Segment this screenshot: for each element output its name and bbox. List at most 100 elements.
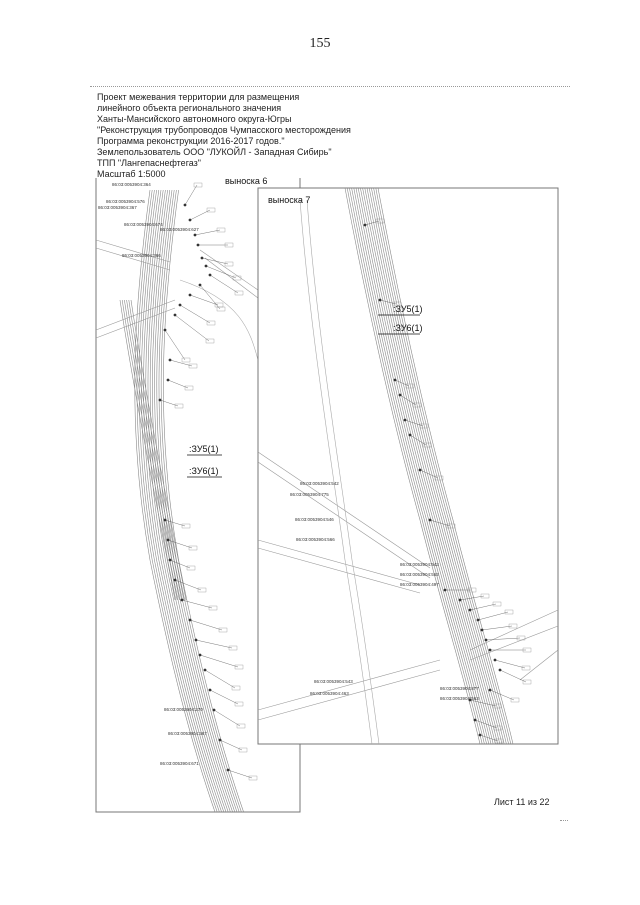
pipeline-line <box>143 189 225 813</box>
cadastral-number: 86:03:0053904:367 <box>98 205 137 210</box>
pipeline-line <box>128 299 185 601</box>
cadastral-number: 86:03:0053904:671 <box>160 761 199 766</box>
pipeline-line <box>360 187 496 745</box>
parcel-zu6-left: :ЗУ6(1) <box>189 466 219 476</box>
survey-point-marker <box>168 358 172 362</box>
survey-point-marker <box>180 598 184 602</box>
survey-point-marker <box>183 203 187 207</box>
pipeline-line <box>149 189 231 813</box>
survey-point-marker <box>173 313 177 317</box>
pipeline-line <box>368 187 505 745</box>
cadastral-number: 86:03:0053904:543 <box>400 562 439 567</box>
survey-point-marker <box>204 264 208 268</box>
cadastral-number: 86:03:0053904:367 <box>168 731 207 736</box>
cadastral-number: 86:03:0053904:497 <box>400 582 439 587</box>
pipeline-line <box>130 299 187 601</box>
cadastral-number: 86:03:0053904:463 <box>310 691 349 696</box>
pipeline-line <box>344 187 481 745</box>
pipeline-line <box>353 187 490 745</box>
cadastral-number: 86:03:0053904:546 <box>295 517 334 522</box>
survey-point-marker <box>468 608 472 612</box>
cadastral-number: 86:03:0053904:877 <box>440 686 479 691</box>
pipeline-line <box>145 189 227 813</box>
title-line: ТПП "Лангепаснефтегаз" <box>97 158 202 168</box>
pipeline-line <box>134 189 216 813</box>
survey-point-marker <box>493 658 497 662</box>
survey-point-marker <box>226 768 230 772</box>
survey-point-marker <box>163 328 167 332</box>
survey-point-marker <box>198 283 202 287</box>
survey-point-marker <box>488 688 492 692</box>
pipeline-line <box>163 189 244 813</box>
parcel-zu6-right: :ЗУ6(1) <box>393 323 423 333</box>
survey-point-marker <box>418 468 422 472</box>
title-line: Масштаб 1:5000 <box>97 169 166 179</box>
survey-point-marker <box>458 598 462 602</box>
cadastral-number: 86:03:0053904:543 <box>314 679 353 684</box>
survey-point-marker <box>476 618 480 622</box>
pipeline-line <box>377 187 514 745</box>
survey-point-marker <box>168 558 172 562</box>
bottom-divider <box>560 820 568 821</box>
pipeline-line <box>375 187 512 745</box>
sheet-number: Лист 11 из 22 <box>494 797 550 807</box>
survey-points-left <box>158 182 258 781</box>
survey-point-marker <box>178 303 182 307</box>
pipeline-line <box>355 187 492 745</box>
cadastral-number: 86:03:0053904:366 <box>122 253 161 258</box>
parcel-zu5-right: :ЗУ5(1) <box>393 304 423 314</box>
pipeline-line <box>154 189 236 813</box>
survey-point-marker <box>480 628 484 632</box>
survey-point-marker <box>196 243 200 247</box>
survey-point-marker <box>208 688 212 692</box>
pipeline-line <box>124 299 180 601</box>
survey-point-marker <box>473 718 477 722</box>
pipeline-line <box>126 299 182 601</box>
survey-point-marker <box>188 618 192 622</box>
survey-point-marker <box>188 218 192 222</box>
survey-point-marker <box>198 653 202 657</box>
cadastral-number: 86:03:0053904:576 <box>106 199 145 204</box>
title-line: Землепользователь ООО "ЛУКОЙЛ - Западная… <box>97 147 332 157</box>
top-divider <box>90 86 570 87</box>
pipeline-line <box>349 187 485 745</box>
survey-point-marker <box>208 273 212 277</box>
pipeline-line <box>138 189 220 813</box>
pipeline-line <box>371 187 507 745</box>
pipeline-line <box>121 299 178 601</box>
pipeline-line <box>373 187 509 745</box>
pipeline-line <box>351 187 487 745</box>
survey-point-marker <box>403 418 407 422</box>
survey-point-marker <box>478 733 482 737</box>
survey-point-marker <box>212 708 216 712</box>
title-block: Проект межевания территории для размещен… <box>97 92 357 180</box>
survey-point-marker <box>378 298 382 302</box>
survey-points-right <box>363 218 532 744</box>
title-line: Ханты-Мансийского автономного округа-Югр… <box>97 114 292 124</box>
survey-point-marker <box>443 588 447 592</box>
page-number: 155 <box>309 36 331 51</box>
cadastral-number: 86:03:0053904:674 <box>124 222 163 227</box>
cadastral-numbers-left: 86:03:0053904:36486:03:0053904:57686:03:… <box>98 182 207 766</box>
cadastral-number: 86:03:0053904:542 <box>300 481 339 486</box>
inset-7: выноска 7 :ЗУ5(1) :ЗУ6(1) 86:03:0053904:… <box>257 187 559 745</box>
survey-point-marker <box>488 648 492 652</box>
cadastral-number: 86:03:0053904:270 <box>164 707 203 712</box>
survey-point-marker <box>163 518 167 522</box>
survey-point-marker <box>218 738 222 742</box>
inset-7-label: выноска 7 <box>268 195 310 205</box>
pipeline-line <box>158 189 240 813</box>
pipeline-line <box>152 189 233 813</box>
survey-point-marker <box>428 518 432 522</box>
pipeline-line <box>119 299 176 601</box>
survey-point-marker <box>484 638 488 642</box>
title-line: Проект межевания территории для размещен… <box>97 92 300 102</box>
title-line: линейного объекта регионального значения <box>97 103 282 113</box>
cadastral-number: 86:03:0053904:775 <box>290 492 329 497</box>
parcel-zu5-left: :ЗУ5(1) <box>189 444 219 454</box>
survey-point-marker <box>468 698 472 702</box>
survey-point-marker <box>194 638 198 642</box>
survey-point-marker <box>363 223 367 227</box>
pipeline-line <box>136 189 218 813</box>
